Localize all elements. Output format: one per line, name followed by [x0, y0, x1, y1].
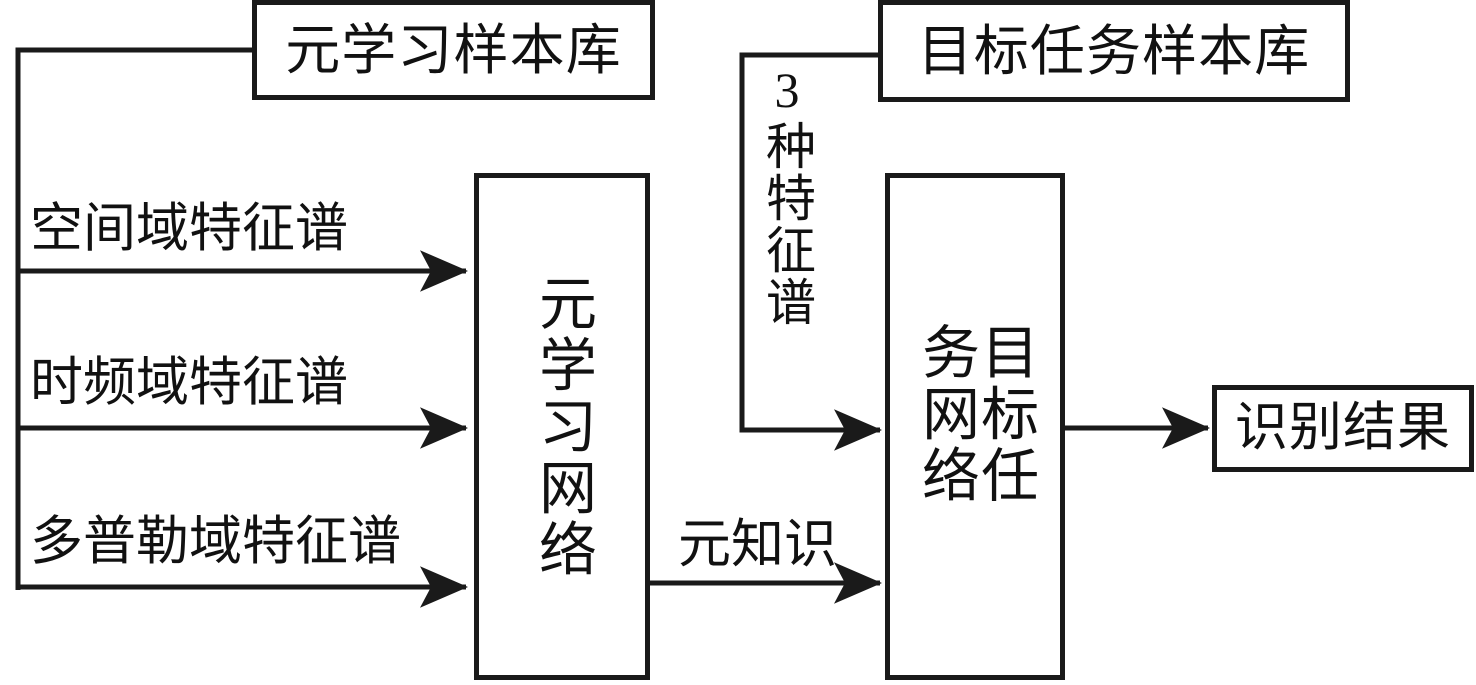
label-time-frequency-feature-spectrum: 时频域特征谱	[30, 354, 348, 412]
label-doppler-feature-spectrum: 多普勒域特征谱	[30, 513, 401, 571]
box-meta-sample-library-label: 元学习样本库	[285, 19, 622, 81]
label-three-feature-spectra: 3种特征谱	[759, 62, 815, 328]
box-meta-learning-network-label: 元学习网络	[530, 272, 595, 581]
box-target-sample-library-label: 目标任务样本库	[917, 20, 1311, 82]
label-spatial-feature-spectrum: 空间域特征谱	[30, 200, 348, 258]
box-recognition-result[interactable]: 识别结果	[1212, 385, 1474, 472]
box-target-task-network[interactable]: 目标任务网络	[885, 173, 1065, 680]
wire-target-library-to-target-net	[739, 52, 883, 451]
box-target-sample-library[interactable]: 目标任务样本库	[878, 0, 1350, 102]
wire-meta-library-bus	[15, 47, 252, 590]
label-meta-knowledge: 元知识	[678, 516, 837, 574]
box-meta-learning-network[interactable]: 元学习网络	[474, 173, 650, 680]
box-target-task-network-label: 目标任务网络	[913, 321, 1038, 506]
box-meta-sample-library[interactable]: 元学习样本库	[252, 0, 655, 100]
box-recognition-result-label: 识别结果	[1234, 399, 1452, 457]
